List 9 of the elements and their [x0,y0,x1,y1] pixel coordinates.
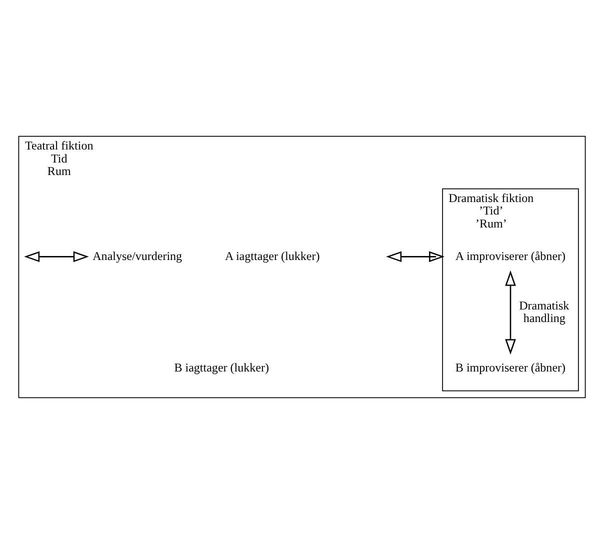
node-text: B iagttager (lukker) [174,360,269,375]
node-text: Analyse/vurdering [92,248,182,263]
edge-label: Dramatisk handling [519,298,570,326]
arrow [505,270,516,355]
arrow [386,251,445,262]
node-text: B improviserer (åbner) [455,360,566,375]
arrow [24,251,89,262]
node-text: A improviserer (åbner) [455,248,566,263]
node-text: A iagttager (lukker) [224,248,320,263]
